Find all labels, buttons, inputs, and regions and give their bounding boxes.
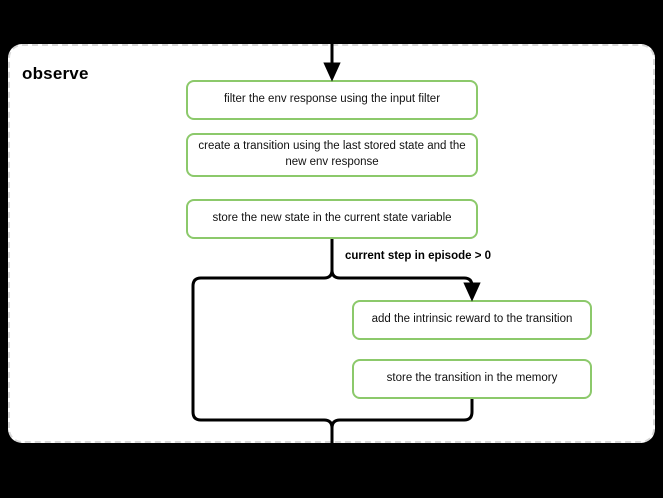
node-create-transition[interactable]: create a transition using the last store…: [186, 133, 478, 177]
edge-label-condition: current step in episode > 0: [345, 250, 492, 262]
node-add-intrinsic-reward[interactable]: add the intrinsic reward to the transiti…: [352, 300, 592, 340]
node-filter-env-response[interactable]: filter the env response using the input …: [186, 80, 478, 120]
node-store-transition-memory[interactable]: store the transition in the memory: [352, 359, 592, 399]
node-store-new-state[interactable]: store the new state in the current state…: [186, 199, 478, 239]
subgraph-title: observe: [22, 64, 89, 83]
